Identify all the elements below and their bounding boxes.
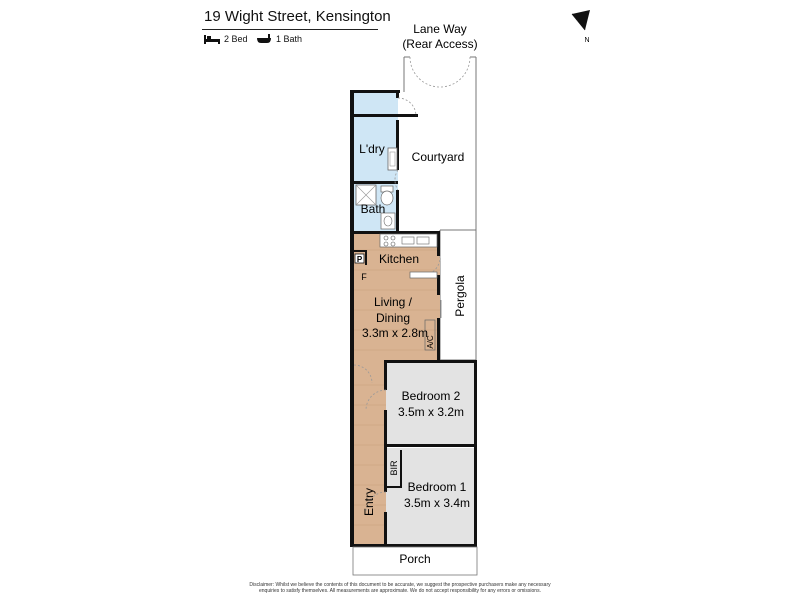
kitchen-living-timber-floor bbox=[353, 233, 440, 365]
rear-gate bbox=[409, 56, 471, 88]
shower-icon bbox=[355, 184, 377, 206]
north-label: N bbox=[584, 37, 589, 44]
beds-spec: 2 Bed bbox=[204, 34, 248, 44]
fridge-label: F bbox=[361, 272, 367, 282]
entry-label: Entry bbox=[362, 488, 376, 516]
kitchen-bench bbox=[379, 233, 438, 248]
dining-label: Dining bbox=[376, 311, 410, 325]
bedroom2-dimensions: 3.5m x 3.2m bbox=[398, 405, 464, 419]
kitchen-label: Kitchen bbox=[379, 252, 419, 266]
timber-pattern bbox=[353, 249, 440, 526]
pantry-box bbox=[354, 253, 365, 264]
bed-icon bbox=[204, 34, 220, 44]
laundry-label: L'dry bbox=[359, 142, 385, 156]
laundry-tub bbox=[387, 147, 398, 171]
living-dimensions: 3.3m x 2.8m bbox=[362, 326, 428, 340]
porch-label: Porch bbox=[399, 552, 430, 566]
living-label: Living / bbox=[374, 295, 413, 309]
hall-timber-floor bbox=[353, 365, 386, 545]
bedroom2-label: Bedroom 2 bbox=[402, 389, 461, 403]
ac-unit bbox=[424, 319, 436, 351]
bir-label: BIR bbox=[389, 460, 399, 476]
pergola-label: Pergola bbox=[453, 275, 467, 317]
vanity-icon bbox=[380, 212, 396, 230]
bedroom2-carpet bbox=[386, 362, 474, 445]
plan-title: 19 Wight Street, Kensington bbox=[204, 8, 391, 25]
beds-label: 2 Bed bbox=[224, 34, 248, 44]
disclaimer-line-1: Disclaimer: Whilst we believe the conten… bbox=[249, 582, 551, 588]
laneway-label: Lane Way bbox=[413, 22, 467, 36]
baths-spec: 1 Bath bbox=[256, 34, 302, 44]
title-underline bbox=[202, 29, 378, 30]
bath-label: Bath bbox=[361, 202, 386, 216]
bathtub-icon bbox=[257, 34, 271, 43]
bedroom1-label: Bedroom 1 bbox=[408, 480, 467, 494]
porch-outline bbox=[352, 546, 478, 576]
laneway-sub-label: (Rear Access) bbox=[402, 37, 477, 51]
courtyard-label: Courtyard bbox=[412, 150, 465, 164]
pantry-label: P bbox=[357, 255, 363, 264]
ac-label: A/C bbox=[426, 335, 435, 349]
bedroom1-dimensions: 3.5m x 3.4m bbox=[404, 496, 470, 510]
store-tile-floor bbox=[353, 92, 398, 116]
disclaimer: Disclaimer: Whilst we believe the conten… bbox=[200, 582, 600, 594]
toilet-icon bbox=[380, 185, 394, 206]
kitchen-island bbox=[409, 271, 438, 279]
baths-label: 1 Bath bbox=[276, 34, 303, 44]
disclaimer-line-2: enquiries to satisfy themselves. All mea… bbox=[259, 588, 541, 594]
walls bbox=[350, 90, 477, 547]
north-arrow-icon: N bbox=[571, 10, 590, 44]
